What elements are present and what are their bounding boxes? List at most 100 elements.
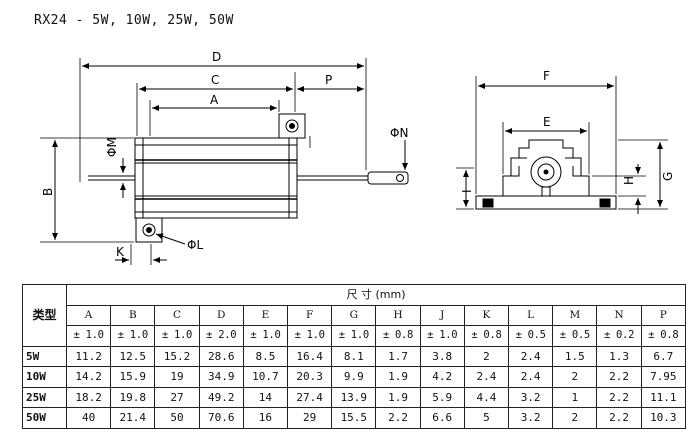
- column-header: P: [640, 304, 687, 326]
- tolerance-cell: ± 0.8: [375, 325, 421, 347]
- value-cell: 1.7: [375, 345, 421, 367]
- column-header: B: [110, 304, 156, 326]
- value-cell: 11.2: [65, 345, 112, 367]
- value-cell: 3.2: [508, 386, 554, 408]
- value-cell: 5.9: [419, 386, 465, 408]
- label-d: D: [212, 50, 221, 64]
- label-h: H: [622, 176, 636, 185]
- type-cell: 25W: [22, 386, 67, 408]
- dimension-drawing: D C P A B ΦM ΦN ΦL K: [40, 50, 675, 265]
- value-cell: 12.5: [110, 345, 156, 367]
- tolerance-cell: ± 1.0: [242, 325, 289, 347]
- label-k: K: [116, 245, 125, 259]
- value-cell: 7.95: [640, 366, 687, 388]
- label-m: ΦM: [105, 137, 119, 157]
- label-a: A: [210, 93, 219, 107]
- value-cell: 1.5: [552, 345, 598, 367]
- value-cell: 34.9: [198, 366, 244, 388]
- value-cell: 14.2: [65, 366, 112, 388]
- value-cell: 2.4: [463, 366, 510, 388]
- value-cell: 14: [242, 386, 289, 408]
- value-cell: 21.4: [110, 407, 156, 429]
- value-cell: 15.2: [154, 345, 200, 367]
- value-cell: 2.2: [596, 386, 642, 408]
- header-row-group: 类型尺 寸 (mm): [22, 284, 686, 347]
- column-header: N: [596, 304, 642, 326]
- value-cell: 3.8: [419, 345, 465, 367]
- value-cell: 2.2: [596, 407, 642, 429]
- value-cell: 2: [463, 345, 510, 367]
- end-view: [456, 76, 668, 214]
- value-cell: 2.2: [375, 407, 421, 429]
- value-cell: 4.4: [463, 386, 510, 408]
- product-title: RX24 - 5W, 10W, 25W, 50W: [34, 13, 234, 28]
- value-cell: 6.7: [640, 345, 687, 367]
- value-cell: 2.2: [596, 366, 642, 388]
- column-header: D: [198, 304, 244, 326]
- tolerance-cell: ± 0.5: [508, 325, 554, 347]
- column-header: E: [242, 304, 289, 326]
- value-cell: 2: [552, 407, 598, 429]
- value-cell: 8.1: [331, 345, 377, 367]
- size-group-header: 尺 寸 (mm): [66, 284, 686, 306]
- column-header: J: [419, 304, 465, 326]
- value-cell: 27.4: [287, 386, 333, 408]
- value-cell: 9.9: [331, 366, 377, 388]
- label-n: ΦN: [390, 126, 408, 140]
- value-cell: 16: [242, 407, 289, 429]
- value-cell: 10.7: [242, 366, 289, 388]
- label-g: G: [661, 172, 675, 181]
- value-cell: 50: [154, 407, 200, 429]
- label-e: E: [543, 115, 551, 129]
- label-c: C: [211, 73, 219, 87]
- tolerance-cell: ± 1.0: [154, 325, 200, 347]
- resistor-body: [134, 137, 298, 219]
- value-cell: 15.5: [331, 407, 377, 429]
- value-cell: 4.2: [419, 366, 465, 388]
- type-header: 类型: [22, 284, 67, 347]
- label-b: B: [41, 188, 55, 196]
- value-cell: 27: [154, 386, 200, 408]
- value-cell: 1.3: [596, 345, 642, 367]
- end-base: [475, 195, 617, 210]
- value-cell: 1.9: [375, 366, 421, 388]
- value-cell: 15.9: [110, 366, 156, 388]
- value-cell: 11.1: [640, 386, 687, 408]
- value-cell: 1.9: [375, 386, 421, 408]
- type-cell: 10W: [22, 366, 67, 388]
- label-p: P: [325, 73, 332, 87]
- value-cell: 20.3: [287, 366, 333, 388]
- value-cell: 49.2: [198, 386, 244, 408]
- label-l: ΦL: [187, 238, 203, 252]
- side-view: [40, 58, 409, 265]
- label-i: I: [460, 189, 474, 193]
- type-cell: 5W: [22, 345, 67, 367]
- value-cell: 13.9: [331, 386, 377, 408]
- value-cell: 1: [552, 386, 598, 408]
- value-cell: 19: [154, 366, 200, 388]
- type-cell: 50W: [22, 407, 67, 429]
- value-cell: 2.4: [508, 366, 554, 388]
- value-cell: 70.6: [198, 407, 244, 429]
- column-header: F: [287, 304, 333, 326]
- tolerance-cell: ± 0.5: [552, 325, 598, 347]
- tolerance-cell: ± 2.0: [198, 325, 244, 347]
- value-cell: 40: [65, 407, 112, 429]
- column-header: M: [552, 304, 598, 326]
- column-header: C: [154, 304, 200, 326]
- value-cell: 6.6: [419, 407, 465, 429]
- value-cell: 8.5: [242, 345, 289, 367]
- tolerance-cell: ± 1.0: [110, 325, 156, 347]
- value-cell: 10.3: [640, 407, 687, 429]
- value-cell: 2.4: [508, 345, 554, 367]
- column-header: K: [463, 304, 510, 326]
- tolerance-cell: ± 1.0: [419, 325, 465, 347]
- tolerance-row: ± 1.0± 1.0± 1.0± 2.0± 1.0± 1.0± 1.0± 0.8…: [23, 325, 687, 347]
- tolerance-cell: ± 0.8: [640, 325, 687, 347]
